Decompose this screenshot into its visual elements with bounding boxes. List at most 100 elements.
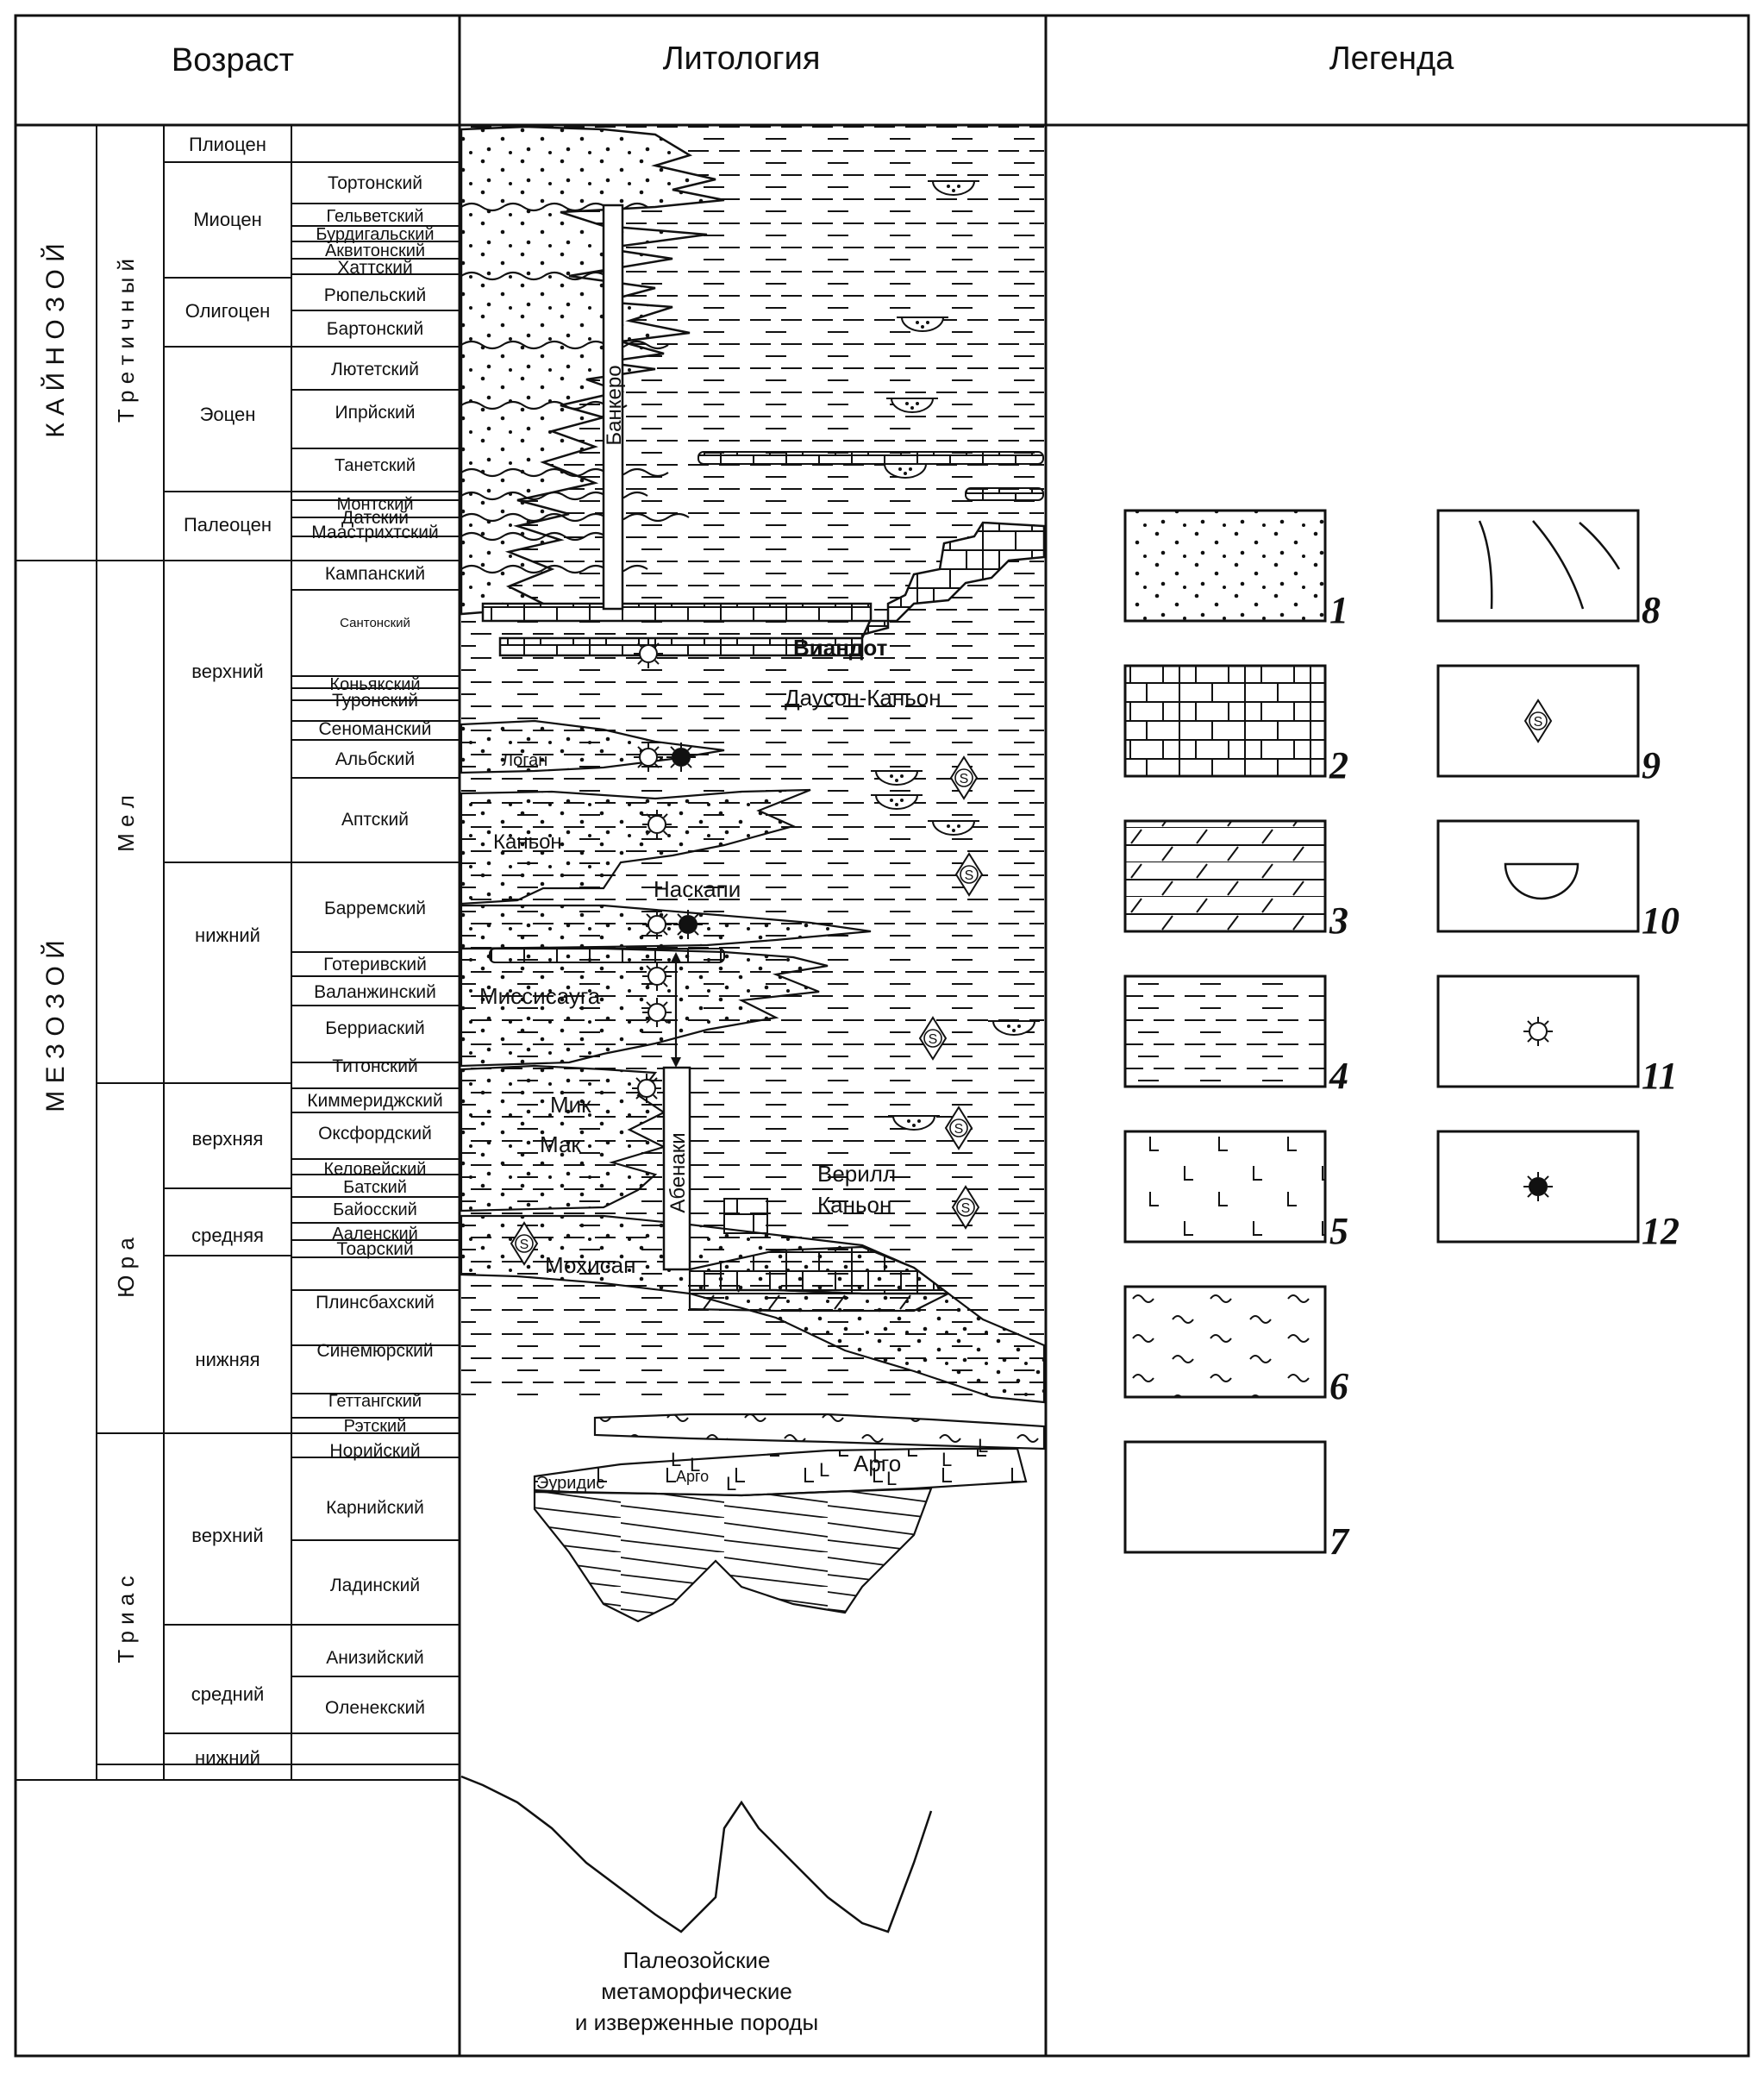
stage-label: Тортонский [328,173,422,193]
stage-label: Оксфордский [318,1124,432,1144]
stage-label: Ладинский [330,1576,420,1595]
stage-label: Тоарский [336,1239,413,1259]
stage-label: Ипрйский [335,403,415,423]
sand-tertiary-dots [461,127,724,614]
legend-number-12: 12 [1642,1210,1680,1252]
stage-label: Лютетский [331,360,419,379]
period-label-tertiary: Т р е т и ч н ы й [113,259,139,423]
stage-label: Рюпельский [324,285,426,305]
legend-box-5 [1123,1130,1327,1244]
volcanic-l-mark: L [978,1435,988,1457]
epoch-label: верхний [191,1525,263,1546]
legend-number-11: 11 [1642,1055,1678,1097]
formation-mic: Мик [550,1092,591,1118]
epoch-label: верхний [191,661,263,682]
formation-eurydice: Эуридис [536,1474,604,1493]
salt-diamond-icon: S [918,1016,948,1061]
stage-label: Кампанский [325,564,425,584]
stage-label: Рэтский [344,1417,407,1436]
stage-label: Бартонский [327,319,424,339]
stage-label: Гельветский [327,207,424,226]
sand-mic-mac [460,1064,666,1212]
stage-label: Байосский [333,1200,417,1219]
stage-label: Сеноманский [319,719,432,739]
period-label-triassic: Т р и а с [113,1576,139,1663]
legend-number-9: 9 [1642,744,1661,786]
stage-label: Танетский [335,456,416,475]
formation-naskapi: Наскапи [654,876,741,902]
age-grid [16,124,460,1781]
lens-icon [888,1115,940,1131]
epoch-label: Плиоцен [189,134,266,155]
stage-label: Норийский [329,1441,420,1461]
table-frame [14,14,1750,2058]
svg-text:S: S [961,1201,971,1216]
gas-show-icon [642,962,672,991]
legend-number-2: 2 [1329,744,1348,786]
gas-show-icon [634,639,663,668]
svg-text:S: S [1534,715,1543,730]
epoch-label: средняя [191,1225,264,1246]
limestone-bed-eocene-2 [965,487,1044,501]
legend-number-3: 3 [1329,899,1348,942]
stage-label: Сантонский [340,616,410,630]
salt-diamond-icon: S [949,755,979,800]
sand-canyon [460,788,811,905]
salt-diamond-legend-icon: S [1523,699,1553,743]
legend-number-4: 4 [1329,1055,1348,1097]
gas-show-icon [642,998,672,1027]
legend-box-7 [1123,1440,1327,1554]
svg-text:S: S [960,772,969,786]
stage-label: Плинсбахский [316,1293,435,1313]
stage-label: Титонский [332,1056,417,1076]
formation-dawson-canyon: Даусон-Каньон [785,685,941,711]
oil-show-icon [666,743,696,772]
volcanic-l-mark: L [819,1459,829,1481]
epoch-label: Миоцен [193,209,262,230]
salt-layer [593,1413,1046,1451]
stage-label: Карнийский [326,1498,424,1518]
oil-show-icon [673,910,703,939]
svg-text:S: S [965,868,974,883]
legend-box-2 [1123,664,1327,778]
gas-show-legend-icon [1523,1017,1553,1046]
volcanic-l-mark: L [941,1449,952,1470]
salt-diamond-icon: S [954,852,984,897]
stage-label: Туронский [332,691,418,711]
bankero-column [602,204,624,611]
volcanic-l-mark: L [690,1454,700,1476]
stage-label: Датский [341,508,409,528]
oil-show-legend-icon [1523,1172,1553,1201]
gas-show-icon [642,910,672,939]
triassic-base [533,1487,933,1623]
sand-logan [460,719,725,774]
legend-box-3 [1123,819,1327,933]
volcanic-l-mark: L [886,1468,897,1489]
stage-label: Келовейский [324,1160,427,1179]
formation-bankero: Банкеро [603,365,626,445]
stage-label: Оленекский [325,1698,425,1718]
lens-icon [1504,862,1579,900]
stage-labels: ТортонскийГельветскийБурдигальскийАквито… [307,173,442,1718]
gas-show-icon [642,810,672,839]
gas-show-icon [632,1074,661,1103]
stage-label: Анизийский [326,1648,424,1668]
formation-mac: Мак [540,1131,581,1157]
formation-mohican: Мохисан [545,1252,635,1278]
legend-box-10 [1436,819,1640,933]
header-legend: Легенда [1329,41,1454,77]
limestone-bed-eocene-1 [697,451,1044,465]
era-label-mesozoic: М Е З О З О Й [41,940,70,1112]
epoch-label: средний [191,1683,265,1705]
unconformity-lines [460,202,690,574]
abenaki-column [662,1066,691,1271]
svg-text:S: S [929,1032,938,1047]
sand-mississauga [460,947,829,1068]
fracture-lines-icon [1478,520,1621,610]
stage-label: Ааленский [332,1225,418,1244]
lens-icon [871,794,923,810]
basement-outline [460,1775,933,1933]
header-lithology: Литология [663,41,821,77]
salt-diamond-icon: S [510,1221,539,1266]
